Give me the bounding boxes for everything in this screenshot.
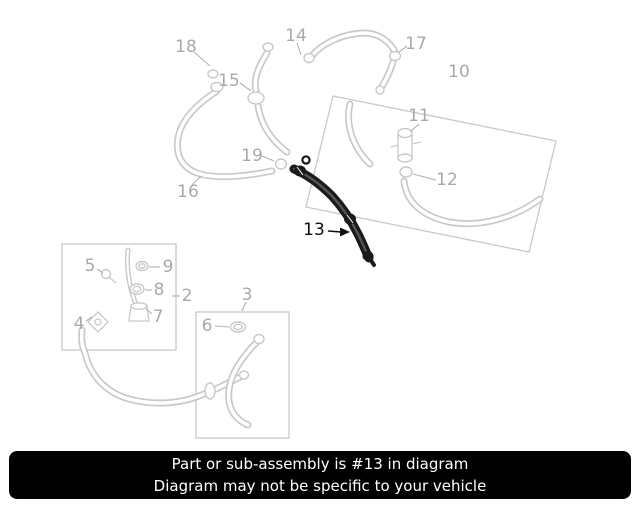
callout-11: 11 bbox=[408, 106, 430, 126]
vehicle-note-banner: Part or sub-assembly is #13 in diagram D… bbox=[9, 451, 631, 499]
highlighted-part-13 bbox=[289, 155, 376, 267]
callout-18: 18 bbox=[175, 37, 197, 57]
fitting-15 bbox=[247, 91, 265, 105]
part-9-oring bbox=[135, 260, 149, 272]
pipe-flange bbox=[204, 382, 216, 400]
callout-8: 8 bbox=[153, 280, 165, 300]
clamp-12 bbox=[399, 166, 413, 178]
part-5-valve bbox=[100, 268, 112, 280]
fitting-11-top bbox=[397, 127, 413, 139]
banner-line-1: Part or sub-assembly is #13 in diagram bbox=[171, 455, 469, 473]
box-assembly-10 bbox=[305, 95, 557, 253]
callout-16: 16 bbox=[177, 182, 199, 202]
callout-4: 4 bbox=[73, 314, 85, 334]
callout-6: 6 bbox=[201, 316, 213, 336]
callout-3: 3 bbox=[241, 285, 253, 305]
callout-15: 15 bbox=[218, 71, 240, 91]
part-6-oring bbox=[229, 321, 247, 333]
callout-19: 19 bbox=[241, 146, 263, 166]
callout-10: 10 bbox=[448, 62, 470, 82]
hose-13 bbox=[289, 164, 374, 263]
box-assembly-2 bbox=[61, 243, 177, 351]
callout-14: 14 bbox=[285, 26, 307, 46]
callout-13-highlighted: 13 bbox=[303, 220, 325, 240]
callout-7: 7 bbox=[152, 307, 164, 327]
box-assembly-3 bbox=[195, 311, 290, 439]
hose-12-lower bbox=[400, 177, 544, 228]
clamp-top bbox=[262, 42, 274, 52]
callout-9: 9 bbox=[162, 257, 174, 277]
callout-13-arrow bbox=[327, 227, 350, 237]
callout-2: 2 bbox=[181, 286, 193, 306]
fitting-18 bbox=[207, 69, 219, 79]
fitting-11-body bbox=[390, 134, 422, 158]
pipe-lower-left bbox=[78, 326, 208, 407]
callout-12: 12 bbox=[436, 170, 458, 190]
clip-13 bbox=[301, 155, 311, 165]
part-8-oring bbox=[129, 283, 145, 295]
callout-5: 5 bbox=[84, 256, 96, 276]
gray-fittings bbox=[87, 42, 413, 400]
banner-line-2: Diagram may not be specific to your vehi… bbox=[153, 477, 487, 495]
leader-lines bbox=[85, 42, 437, 328]
clamp-19 bbox=[274, 158, 288, 170]
callout-17: 17 bbox=[405, 34, 427, 54]
part-4-gasket bbox=[87, 311, 109, 333]
clamp-17 bbox=[388, 50, 402, 62]
assembly-boxes bbox=[61, 95, 557, 439]
